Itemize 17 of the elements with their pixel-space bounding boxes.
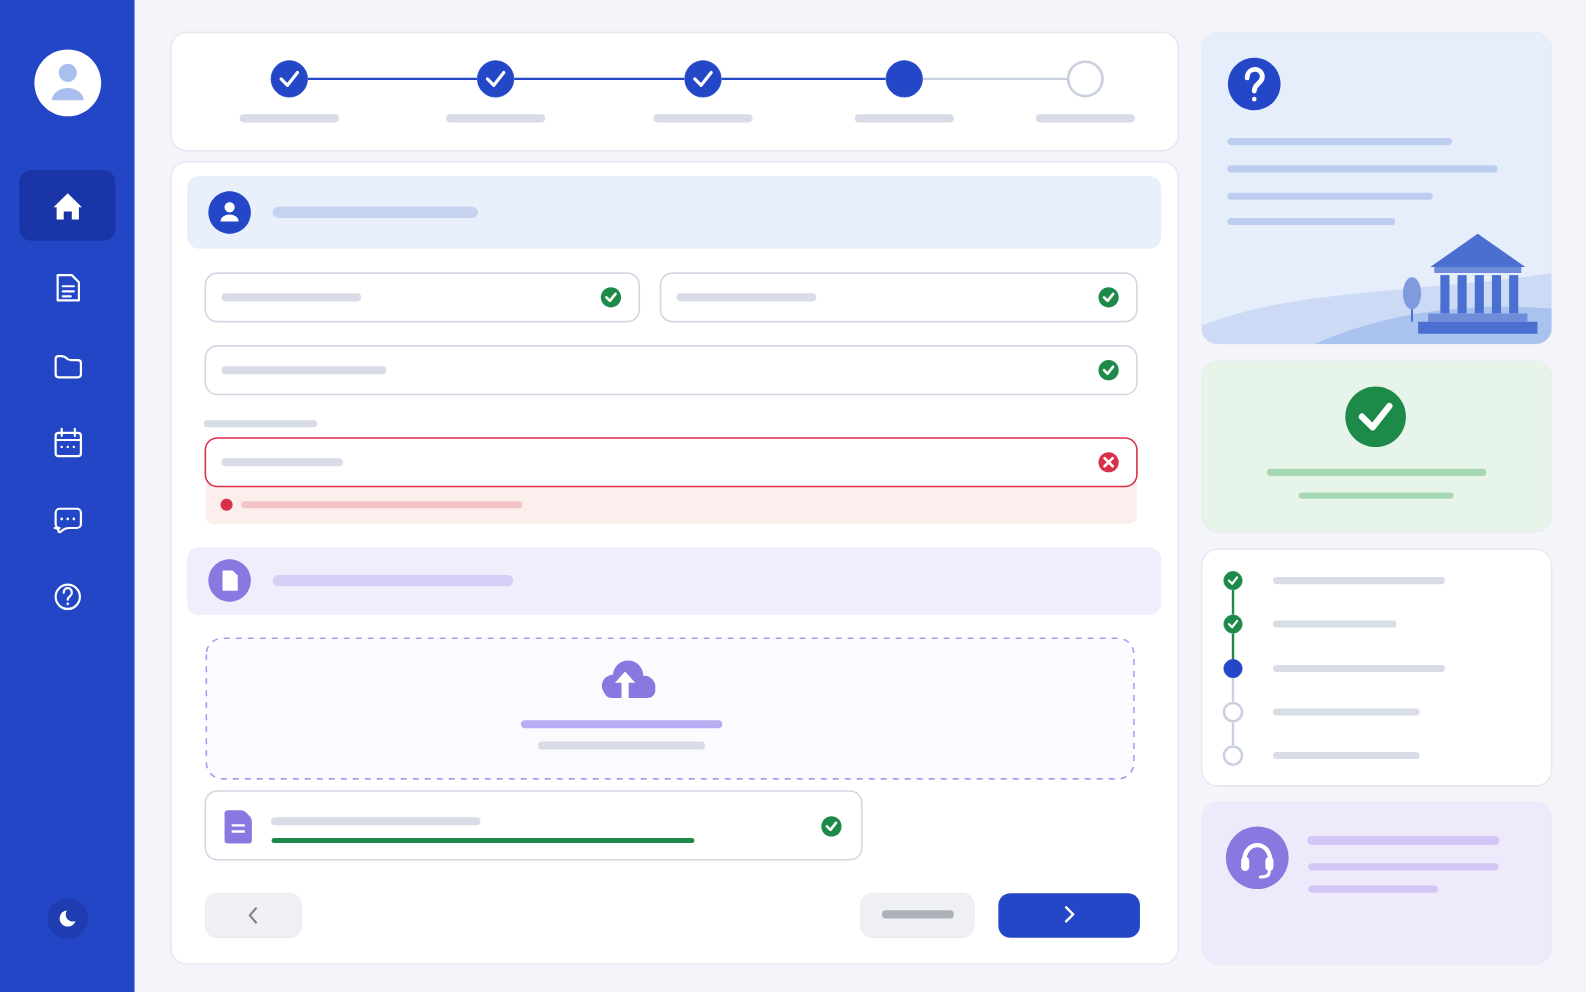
timeline-dot (1222, 701, 1244, 723)
timeline-dot (1223, 614, 1243, 634)
connector-line (1231, 677, 1235, 702)
step-circle (684, 60, 722, 98)
connector-line (922, 77, 1067, 80)
connector-line (1231, 722, 1235, 746)
step-circle (477, 60, 515, 98)
timeline-dot (1223, 570, 1243, 590)
step-circle (885, 60, 923, 98)
timeline-dot (1222, 745, 1244, 766)
connector-line (307, 77, 477, 80)
connector-line (514, 77, 685, 80)
connector-line (1231, 589, 1235, 615)
connector-line (721, 77, 886, 80)
connector-line (1231, 633, 1235, 659)
step-circle (270, 60, 308, 98)
timeline-dot (1223, 658, 1243, 678)
